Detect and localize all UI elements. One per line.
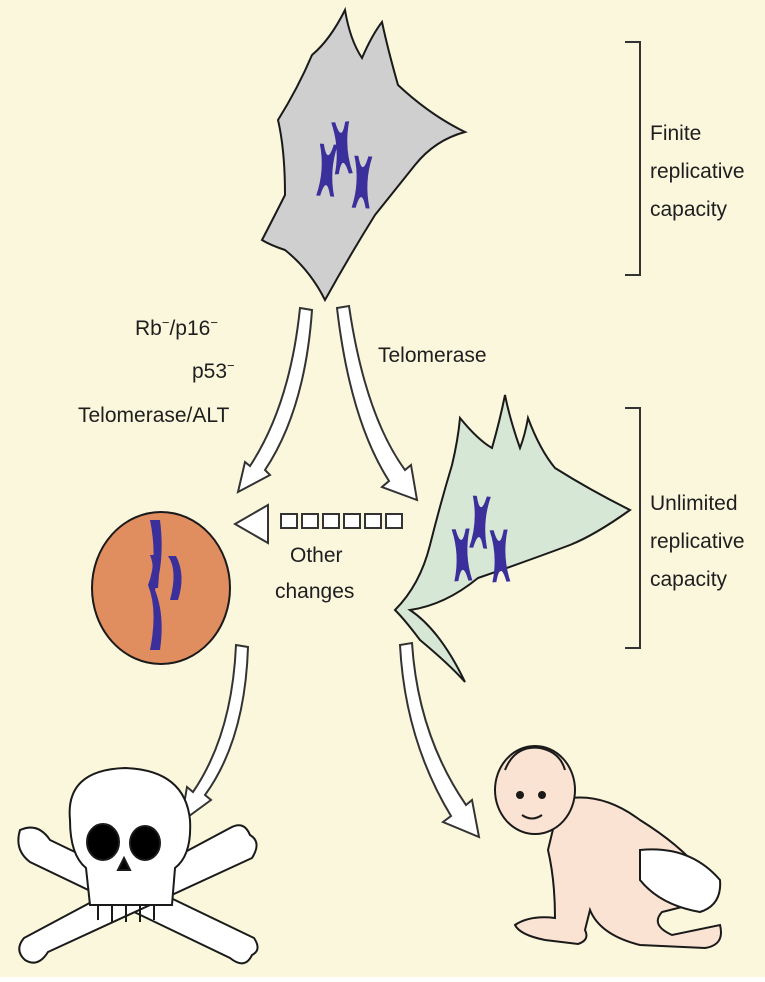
p53-superscript: − — [227, 358, 235, 373]
cancer-cell — [92, 512, 230, 664]
p53-label: p53− — [192, 358, 235, 385]
rb-text: Rb — [135, 317, 162, 340]
p16-superscript: − — [210, 315, 218, 330]
p16-text: /p16 — [169, 317, 210, 340]
p53-text: p53 — [192, 360, 227, 383]
other-changes-label-1: Other — [290, 542, 343, 569]
telomerase-label: Telomerase — [378, 342, 487, 369]
finite-label-3: capacity — [650, 196, 727, 223]
unlimited-label-1: Unlimited — [650, 490, 738, 517]
other-changes-label-2: changes — [275, 578, 354, 605]
finite-label-2: replicative — [650, 158, 745, 185]
rb-p16-label: Rb−/p16− — [135, 315, 218, 342]
unlimited-label-3: capacity — [650, 566, 727, 593]
finite-label-1: Finite — [650, 120, 701, 147]
telomerase-alt-label: Telomerase/ALT — [78, 402, 229, 429]
unlimited-label-2: replicative — [650, 528, 745, 555]
